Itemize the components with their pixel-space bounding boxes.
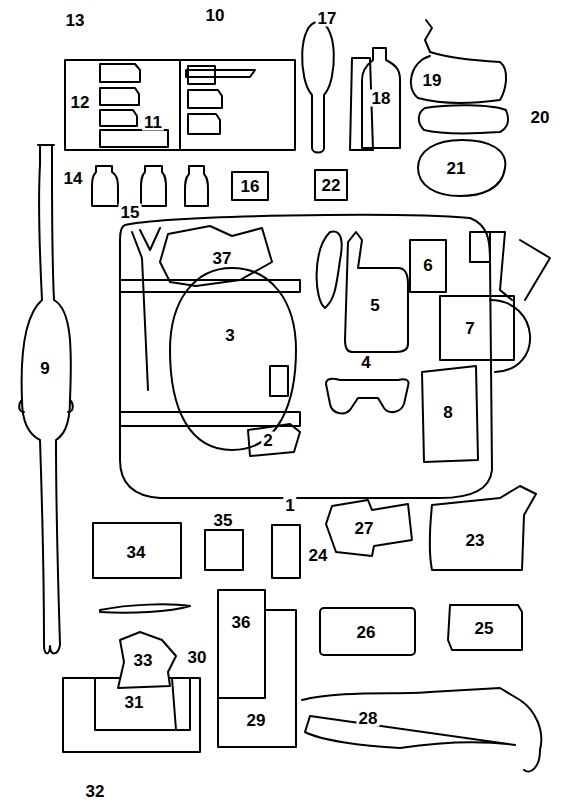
callout-number: 24 xyxy=(307,547,330,564)
callout-number: 9 xyxy=(38,360,51,377)
hairbrush xyxy=(302,22,334,153)
pen xyxy=(100,604,190,612)
towel xyxy=(418,140,505,196)
backpack-straps xyxy=(470,232,550,372)
box xyxy=(440,296,514,360)
jar xyxy=(141,166,166,206)
callout-number: 19 xyxy=(421,72,444,89)
jar xyxy=(92,166,118,206)
callout-number: 28 xyxy=(357,710,380,727)
callout-number: 1 xyxy=(283,497,296,514)
callout-number: 35 xyxy=(212,512,235,529)
callout-number: 7 xyxy=(463,320,476,337)
roll-fold xyxy=(179,60,181,150)
callout-number: 26 xyxy=(355,624,378,641)
callout-number: 16 xyxy=(239,178,262,195)
box xyxy=(205,530,243,570)
backpack-flap xyxy=(132,228,160,390)
strap xyxy=(22,145,71,653)
callout-number: 32 xyxy=(84,783,107,800)
callout-number: 8 xyxy=(441,404,454,421)
box xyxy=(315,170,347,200)
book xyxy=(422,366,478,462)
pouch xyxy=(345,232,408,352)
callout-number: 10 xyxy=(204,7,227,24)
callout-number: 22 xyxy=(320,177,343,194)
callout-number: 25 xyxy=(473,620,496,637)
tube xyxy=(317,232,342,308)
callout-number: 12 xyxy=(69,94,92,111)
callout-number: 13 xyxy=(64,12,87,29)
callout-number: 2 xyxy=(261,432,274,449)
map xyxy=(160,226,272,286)
soap-case xyxy=(419,105,508,133)
strap-buckle xyxy=(19,400,73,412)
callout-number: 31 xyxy=(123,694,146,711)
box xyxy=(448,605,522,650)
wallet xyxy=(93,523,181,578)
bag-item xyxy=(248,424,300,456)
box xyxy=(410,240,446,292)
callout-number: 30 xyxy=(186,649,209,666)
callout-number: 6 xyxy=(421,257,434,274)
paper xyxy=(326,500,412,556)
callout-number: 11 xyxy=(142,114,164,131)
callout-number: 21 xyxy=(445,160,468,177)
box xyxy=(320,608,415,655)
callout-number: 5 xyxy=(368,297,381,314)
clothes-fold xyxy=(172,678,176,730)
callout-number: 15 xyxy=(119,204,142,221)
callout-number: 33 xyxy=(132,652,155,669)
pouch xyxy=(411,20,506,103)
callout-number: 4 xyxy=(359,354,372,371)
sunglasses xyxy=(326,379,409,414)
callout-number: 14 xyxy=(62,170,85,187)
callout-number: 3 xyxy=(223,327,236,344)
trousers xyxy=(302,688,541,772)
toothbrush xyxy=(186,70,255,77)
jar xyxy=(185,166,208,206)
box xyxy=(272,525,300,578)
callout-number: 23 xyxy=(464,532,487,549)
callout-number: 29 xyxy=(245,712,268,729)
clothes xyxy=(63,678,200,752)
box xyxy=(232,172,268,200)
callout-number: 18 xyxy=(370,90,393,107)
sleeping-bag xyxy=(170,268,296,450)
callout-number: 34 xyxy=(125,544,148,561)
callout-number: 20 xyxy=(529,109,552,126)
shirt xyxy=(430,486,536,570)
cap xyxy=(118,632,176,688)
callout-number: 17 xyxy=(316,10,339,27)
book xyxy=(218,590,265,698)
callout-number: 36 xyxy=(230,614,253,631)
backpack xyxy=(120,215,492,498)
bottle xyxy=(362,48,400,148)
callout-number: 37 xyxy=(211,250,234,267)
toiletry-roll xyxy=(65,60,295,150)
callout-number: 27 xyxy=(353,520,376,537)
pocket-items xyxy=(100,64,168,147)
